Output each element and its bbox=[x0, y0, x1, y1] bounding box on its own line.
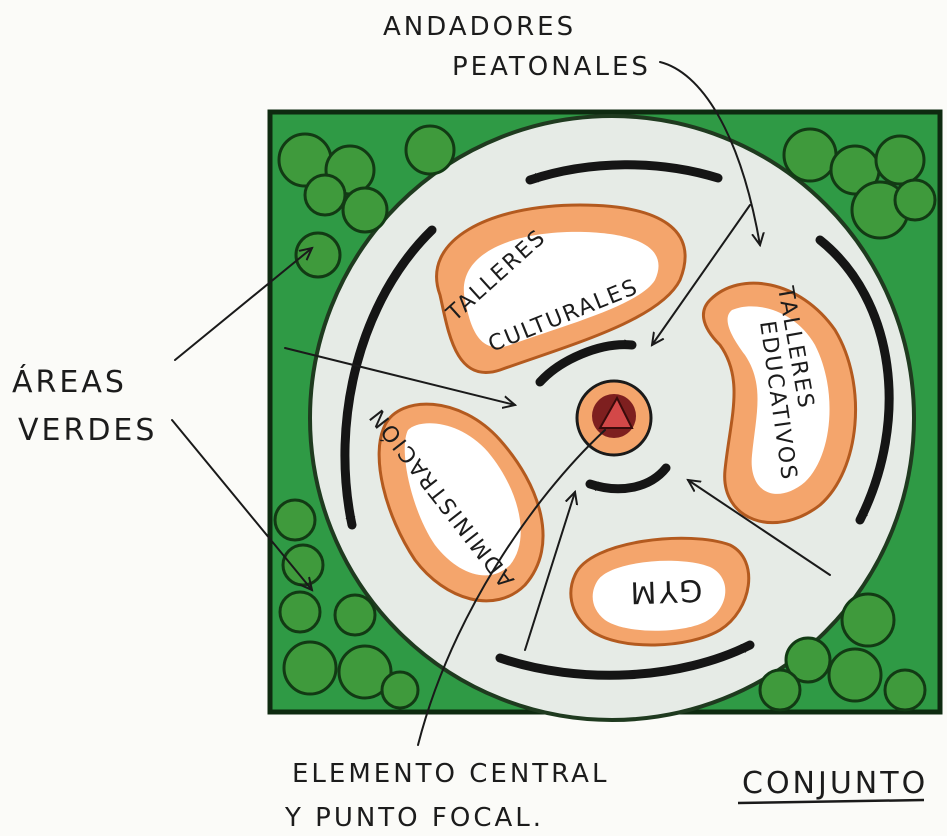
label-elemento-central: ELEMENTO CENTRAL bbox=[292, 759, 609, 789]
leader-lines bbox=[171, 61, 831, 746]
building-talleres-educativos: TALLERES EDUCATIVOS bbox=[701, 281, 857, 524]
building-gym: GYM bbox=[569, 536, 751, 647]
label-verdes: VERDES bbox=[18, 413, 157, 448]
trees-bottom-right bbox=[758, 592, 927, 712]
building-administracion: ADMINISTRACIÓN bbox=[363, 403, 545, 603]
building-talleres-culturales: TALLERES CULTURALES bbox=[435, 203, 687, 374]
trees-top-left bbox=[277, 124, 456, 279]
label-punto-focal: Y PUNTO FOCAL. bbox=[284, 803, 544, 833]
conjunto-underline bbox=[737, 798, 925, 805]
trees-bottom-left bbox=[273, 498, 420, 710]
label-conjunto: CONJUNTO bbox=[742, 766, 928, 801]
label-andadores-2: PEATONALES bbox=[452, 52, 651, 82]
label-areas: ÁREAS bbox=[12, 364, 127, 400]
label-andadores-1: ANDADORES bbox=[383, 12, 576, 42]
pedestrian-flow-arrows bbox=[340, 160, 894, 680]
gym-label: GYM bbox=[627, 572, 703, 610]
trees-top-right bbox=[782, 127, 937, 240]
focal-element bbox=[575, 379, 653, 457]
